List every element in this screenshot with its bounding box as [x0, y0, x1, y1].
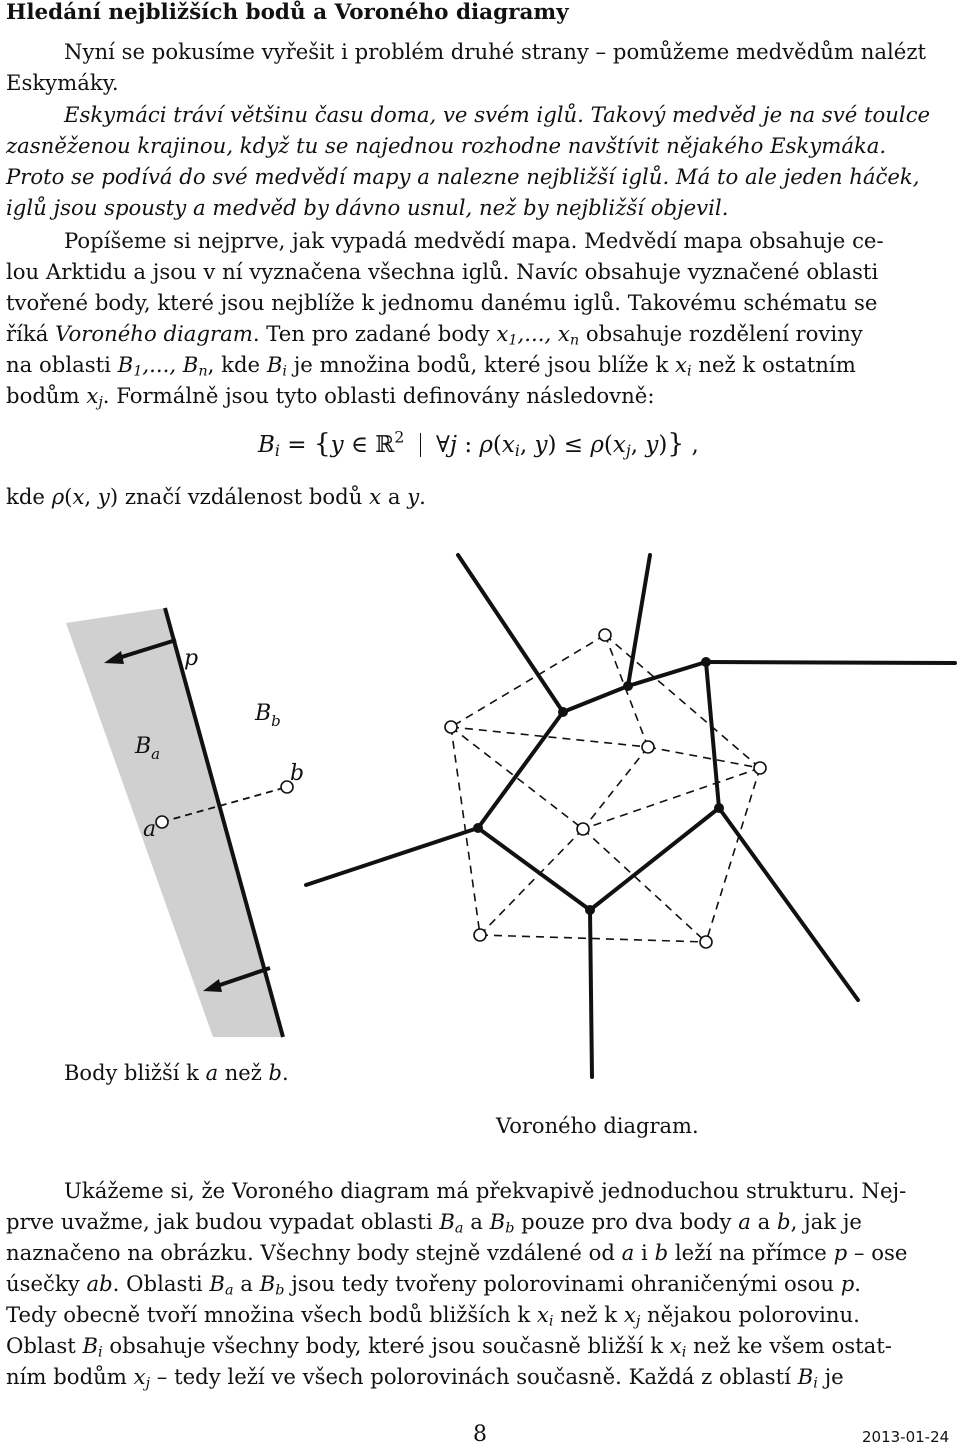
story-line-3: Proto se podívá do své medvědí mapy a na… — [6, 164, 920, 189]
figure1-caption: Body bližší k a než b. — [64, 1061, 289, 1085]
text: a — [463, 1209, 490, 1234]
body1-line-1: Popíšeme si nejprve, jak vypadá medvědí … — [64, 228, 884, 253]
arrow-up — [111, 638, 177, 662]
text: pouze pro dva body — [514, 1209, 739, 1234]
text: je — [817, 1364, 844, 1389]
point-a — [155, 815, 169, 829]
voronoi-sites — [444, 628, 767, 949]
body1-line-5: na oblasti B1,..., Bn, kde Bi je množina… — [6, 352, 856, 380]
text: leží na přímce — [668, 1240, 834, 1265]
label-ba: Ba — [134, 734, 160, 763]
text: obsahuje rozdělení roviny — [579, 321, 863, 346]
voronoi-edges — [304, 553, 957, 1079]
label-b: b — [290, 761, 304, 786]
body1-line-4: říká Voroného diagram. Ten pro zadané bo… — [6, 321, 863, 349]
body2-line-3: naznačeno na obrázku. Všechny body stejn… — [6, 1240, 908, 1265]
footer-date: 2013-01-24 — [862, 1428, 950, 1446]
distance-definition: kde ρ(x, y) značí vzdálenost bodů x a y. — [6, 484, 426, 509]
math-rho: ρ — [51, 484, 65, 509]
text: , kde — [207, 352, 267, 377]
body2-line-7: ním bodům xj – tedy leží ve všech poloro… — [6, 1364, 844, 1392]
text: . — [419, 484, 426, 509]
term-voronoi: Voroného diagram — [55, 321, 253, 346]
text: obsahuje všechny body, které jsou součas… — [102, 1333, 670, 1358]
segment-ab — [161, 786, 288, 823]
voronoi-formula: Bi = {y ∈ ℝ2 ∀j : ρ(xi, y) ≤ ρ(xj, y)} , — [258, 427, 699, 460]
bisector-p — [163, 607, 285, 1038]
text: a — [233, 1271, 260, 1296]
text: nějakou polorovinu. — [640, 1302, 860, 1327]
math-xi: xi — [675, 352, 692, 380]
body2-line-1: Ukážeme si, že Voroného diagram má překv… — [64, 1178, 907, 1203]
text: . Oblasti — [112, 1271, 210, 1296]
body2-line-4: úsečky ab. Oblasti Ba a Bb jsou tedy tvo… — [6, 1271, 862, 1299]
math-b1-bn: B1,..., Bn — [117, 352, 208, 380]
text: než k ostatním — [691, 352, 856, 377]
label-bb: Bb — [254, 701, 281, 730]
text: je množina bodů, které jsou blíže k — [287, 352, 676, 377]
delaunay-edges — [450, 634, 761, 943]
body1-line-2: lou Arktidu a jsou v ní vyznačena všechn… — [6, 259, 879, 284]
body2-line-6: Oblast Bi obsahuje všechny body, které j… — [6, 1333, 892, 1361]
story-line-2: zasněženou krajinou, když tu se najednou… — [6, 133, 887, 158]
text: . Ten pro zadané body — [252, 321, 497, 346]
arrowhead-down — [203, 979, 222, 992]
body1-line-3: tvořené body, které jsou nejblíže k jedn… — [6, 290, 878, 315]
text: ním bodům — [6, 1364, 134, 1389]
math-x1-xn: x1,..., xn — [496, 321, 580, 349]
text: úsečky — [6, 1271, 87, 1296]
label-p: p — [184, 646, 198, 671]
text: než k — [553, 1302, 624, 1327]
page-number: 8 — [473, 1422, 487, 1447]
arrowhead-up — [104, 651, 124, 664]
region-ba-shading — [66, 608, 283, 1037]
story-line-1: Eskymáci tráví většinu času doma, ve své… — [64, 102, 931, 127]
text: naznačeno na obrázku. Všechny body stejn… — [6, 1240, 622, 1265]
text: značí vzdálenost bodů — [118, 484, 370, 509]
math-bi: Bi — [266, 352, 287, 380]
text: a — [750, 1209, 777, 1234]
text: jsou tedy tvořeny polorovinami ohraničen… — [284, 1271, 841, 1296]
body1-line-6: bodům xj. Formálně jsou tyto oblasti def… — [6, 383, 655, 411]
figure-voronoi — [304, 553, 957, 1079]
text: . Formálně jsou tyto oblasti definovány … — [102, 383, 655, 408]
intro-line-2: Eskymáky. — [6, 70, 119, 95]
text: říká — [6, 321, 56, 346]
text: a — [381, 484, 408, 509]
text: , jak je — [790, 1209, 862, 1234]
text: na oblasti — [6, 352, 118, 377]
section-heading: Hledání nejbližších bodů a Voroného diag… — [6, 0, 569, 25]
arrow-down — [210, 966, 271, 990]
label-a: a — [143, 817, 156, 842]
text: prve uvažme, jak budou vypadat oblasti — [6, 1209, 440, 1234]
math-xj: xj — [86, 383, 103, 411]
point-b — [280, 780, 294, 794]
text: – ose — [847, 1240, 908, 1265]
text: . — [854, 1271, 862, 1296]
voronoi-vertices — [473, 657, 724, 915]
text: bodům — [6, 383, 87, 408]
figure-halfplane: p Bb Ba b a — [66, 607, 304, 1038]
text: Tedy obecně tvoří množina všech bodů bli… — [6, 1302, 537, 1327]
text: i — [634, 1240, 655, 1265]
intro-line-1: Nyní se pokusíme vyřešit i problém druhé… — [64, 39, 927, 64]
text: – tedy leží ve všech polorovinách součas… — [150, 1364, 798, 1389]
figure2-caption: Voroného diagram. — [496, 1114, 699, 1138]
body2-line-2: prve uvažme, jak budou vypadat oblasti B… — [6, 1209, 862, 1237]
body2-line-5: Tedy obecně tvoří množina všech bodů bli… — [6, 1302, 860, 1330]
text: kde — [6, 484, 52, 509]
text: Oblast — [6, 1333, 83, 1358]
text: než ke všem ostat- — [686, 1333, 892, 1358]
story-line-4: iglů jsou spousty a medvěd by dávno usnu… — [6, 195, 729, 220]
